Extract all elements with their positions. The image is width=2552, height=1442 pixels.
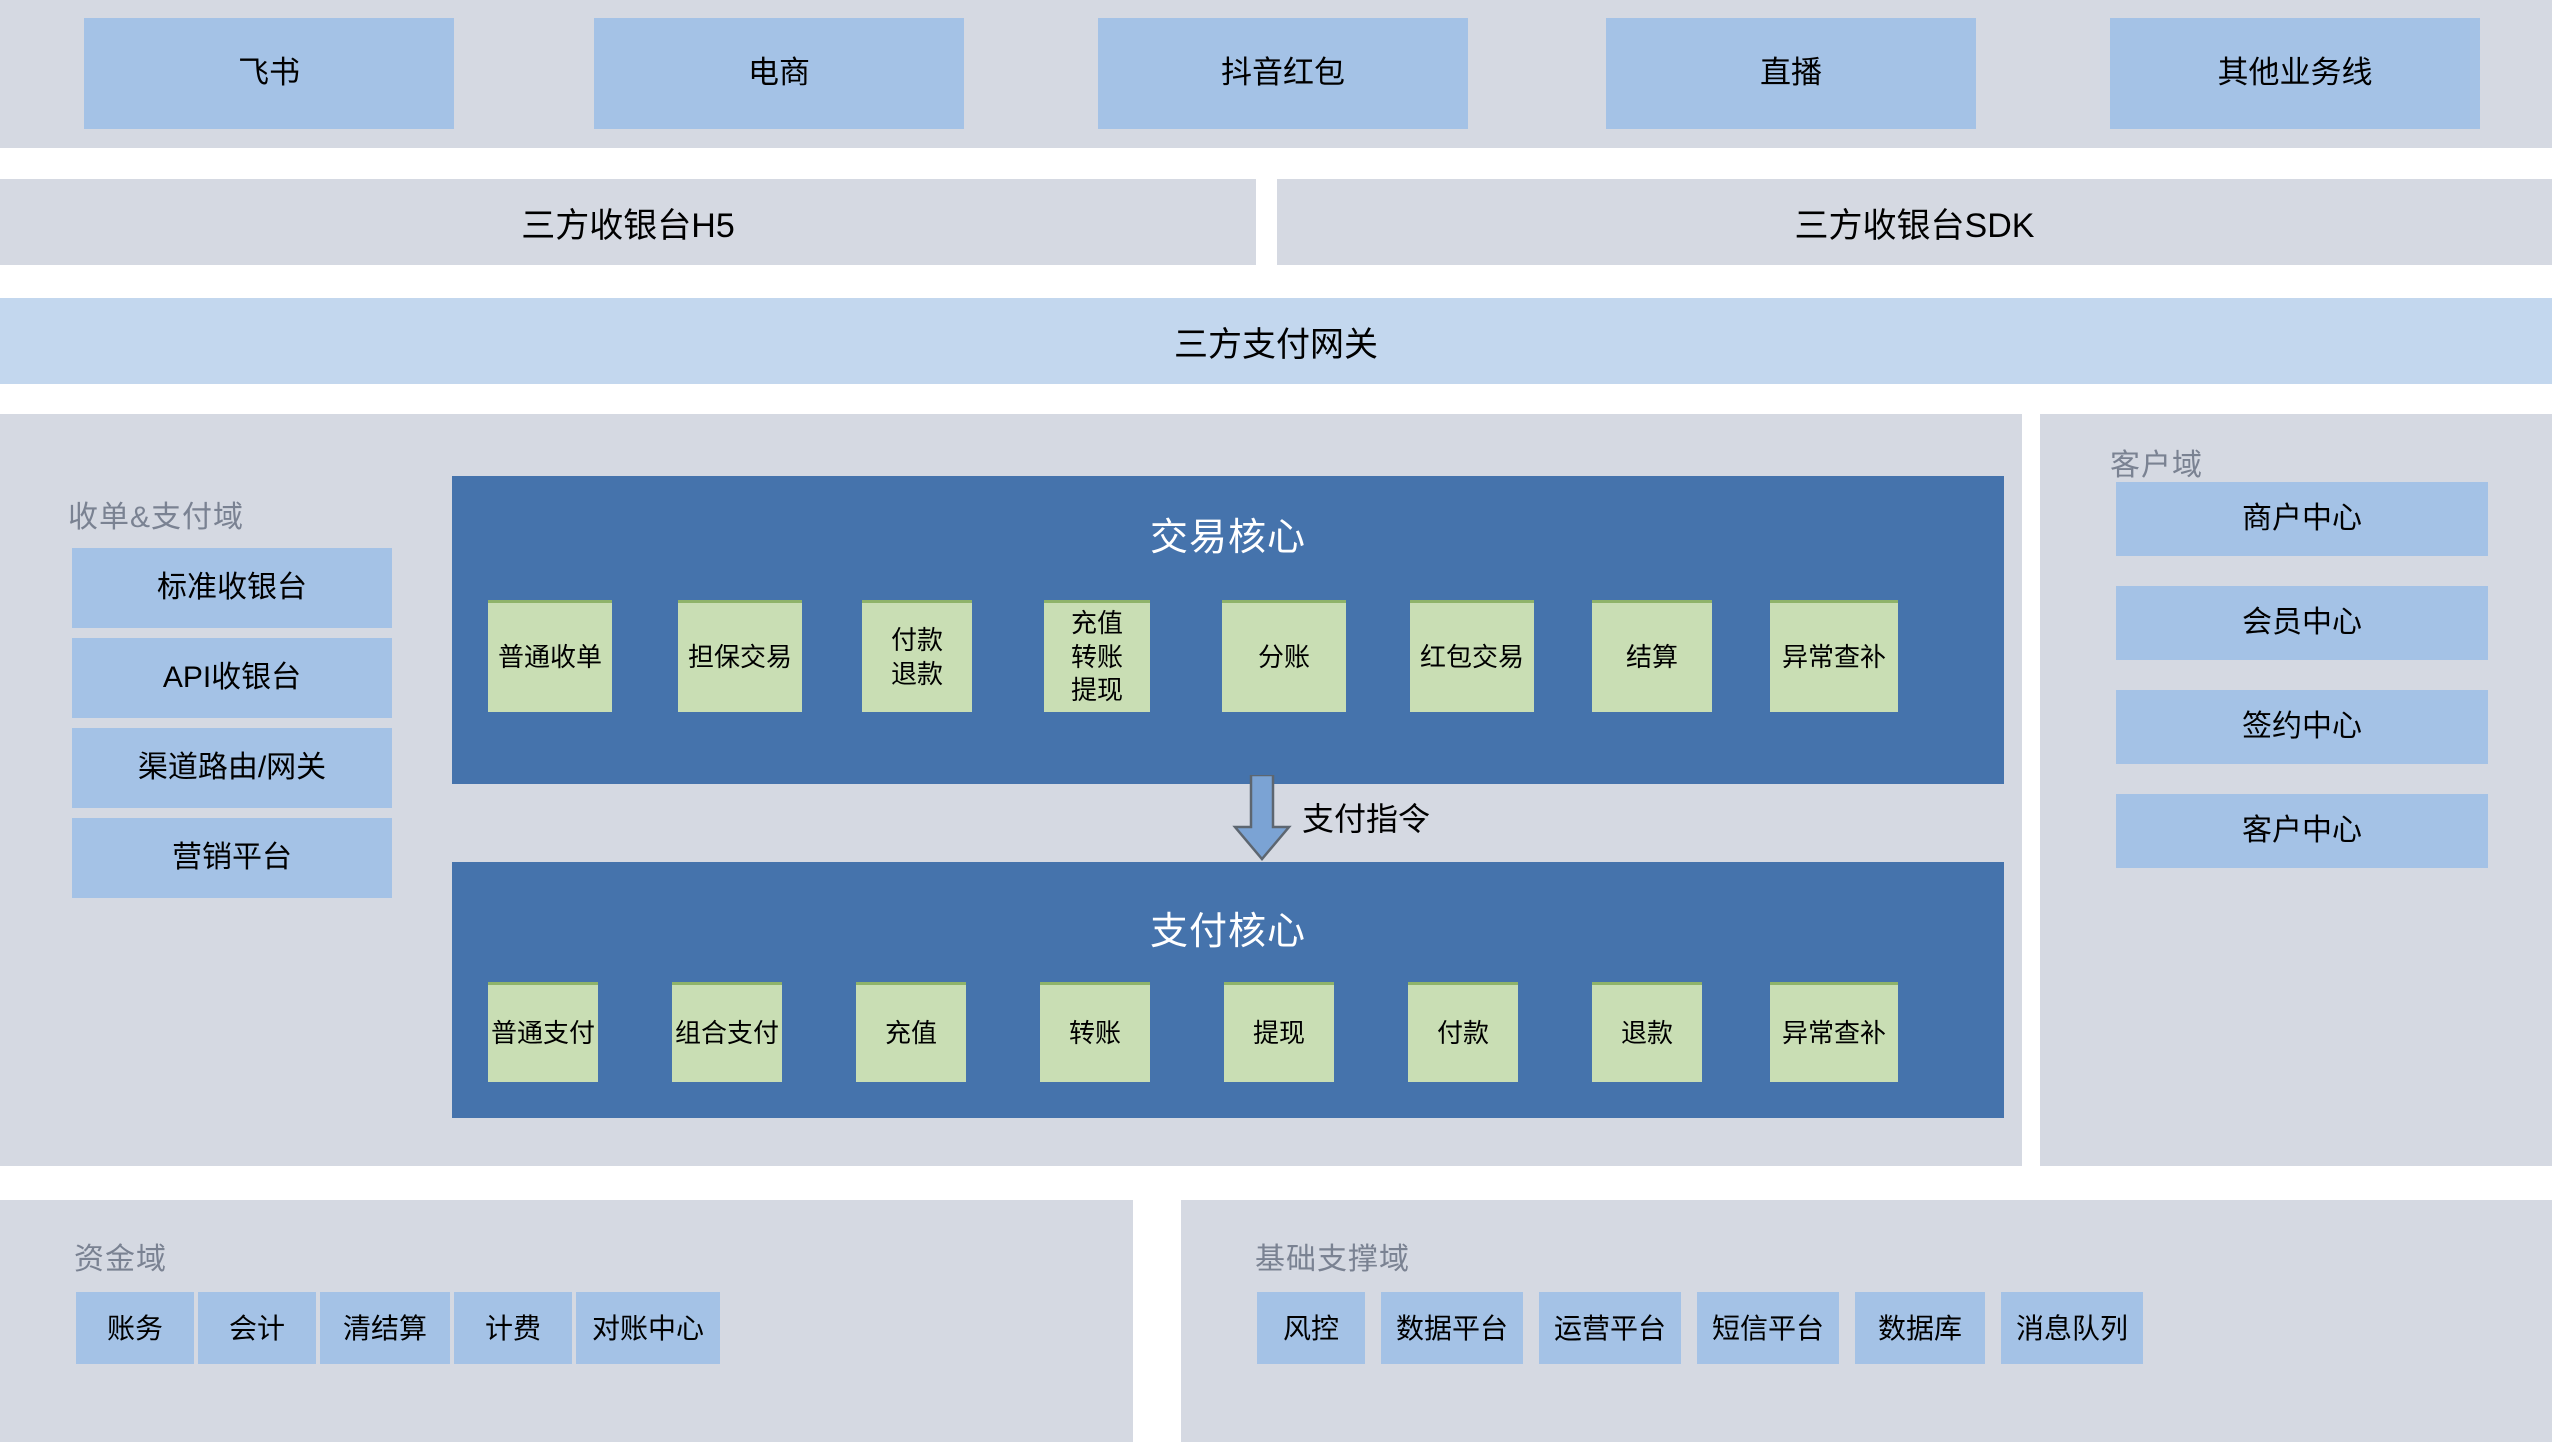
trade-core-item[interactable]: 充值 转账 提现	[1044, 600, 1150, 712]
sidebar-item-marketing-platform[interactable]: 营销平台	[72, 818, 392, 898]
payment-instruction-arrow-icon	[1232, 775, 1292, 861]
pay-core-item[interactable]: 提现	[1224, 982, 1334, 1082]
sidebar-item-standard-cashier[interactable]: 标准收银台	[72, 548, 392, 628]
trade-core-container: 交易核心 普通收单 担保交易 付款 退款 充值 转账 提现 分账 红包交易 结算…	[452, 476, 2004, 784]
business-line-box[interactable]: 飞书	[84, 18, 454, 129]
trade-core-item[interactable]: 付款 退款	[862, 600, 972, 712]
pay-core-item[interactable]: 付款	[1408, 982, 1518, 1082]
pay-core-container: 支付核心 普通支付 组合支付 充值 转账 提现 付款 退款 异常查补	[452, 862, 2004, 1118]
fund-domain-item[interactable]: 账务	[76, 1292, 194, 1364]
trade-core-item[interactable]: 结算	[1592, 600, 1712, 712]
pay-core-item[interactable]: 组合支付	[672, 982, 782, 1082]
fund-domain-panel: 资金域 账务 会计 清结算 计费 对账中心	[0, 1200, 1133, 1442]
acquiring-payment-domain-title: 收单&支付域	[68, 501, 245, 534]
fund-domain-item[interactable]: 对账中心	[576, 1292, 720, 1364]
cashier-h5-label: 三方收银台H5	[521, 206, 735, 245]
customer-domain-item-merchant-center[interactable]: 商户中心	[2116, 482, 2488, 556]
trade-core-item[interactable]: 异常查补	[1770, 600, 1898, 712]
infra-domain-item[interactable]: 数据平台	[1381, 1292, 1523, 1364]
pay-core-item[interactable]: 退款	[1592, 982, 1702, 1082]
infra-domain-item[interactable]: 运营平台	[1539, 1292, 1681, 1364]
pay-core-item[interactable]: 异常查补	[1770, 982, 1898, 1082]
payment-instruction-label: 支付指令	[1302, 801, 1431, 837]
business-line-box[interactable]: 电商	[594, 18, 964, 129]
pay-core-item[interactable]: 普通支付	[488, 982, 598, 1082]
customer-domain-title: 客户域	[2110, 449, 2203, 482]
customer-domain-item-customer-center[interactable]: 客户中心	[2116, 794, 2488, 868]
third-party-cashier-h5-bar[interactable]: 三方收银台H5	[0, 179, 1256, 265]
pay-core-title: 支付核心	[1149, 911, 1306, 953]
trade-core-item[interactable]: 普通收单	[488, 600, 612, 712]
gateway-label: 三方支付网关	[1174, 325, 1378, 364]
business-line-box[interactable]: 其他业务线	[2110, 18, 2480, 129]
infra-domain-item[interactable]: 短信平台	[1697, 1292, 1839, 1364]
trade-core-title: 交易核心	[1149, 517, 1306, 559]
infra-domain-item[interactable]: 数据库	[1855, 1292, 1985, 1364]
fund-domain-item[interactable]: 计费	[454, 1292, 572, 1364]
customer-domain-item-contract-center[interactable]: 签约中心	[2116, 690, 2488, 764]
infra-domain-item[interactable]: 消息队列	[2001, 1292, 2143, 1364]
customer-domain-panel: 客户域 商户中心 会员中心 签约中心 客户中心	[2040, 414, 2552, 1166]
cashier-sdk-label: 三方收银台SDK	[1794, 206, 2035, 245]
pay-core-item[interactable]: 转账	[1040, 982, 1150, 1082]
fund-domain-title: 资金域	[74, 1243, 167, 1276]
trade-core-item[interactable]: 担保交易	[678, 600, 802, 712]
trade-core-item[interactable]: 红包交易	[1410, 600, 1534, 712]
fund-domain-item[interactable]: 清结算	[320, 1292, 450, 1364]
sidebar-item-channel-routing[interactable]: 渠道路由/网关	[72, 728, 392, 808]
acquiring-payment-domain-panel: 收单&支付域 标准收银台 API收银台 渠道路由/网关 营销平台 交易核心 普通…	[0, 414, 2022, 1166]
business-line-box[interactable]: 直播	[1606, 18, 1976, 129]
infra-support-domain-panel: 基础支撑域 风控 数据平台 运营平台 短信平台 数据库 消息队列	[1181, 1200, 2552, 1442]
sidebar-item-api-cashier[interactable]: API收银台	[72, 638, 392, 718]
trade-core-item[interactable]: 分账	[1222, 600, 1346, 712]
pay-core-item[interactable]: 充值	[856, 982, 966, 1082]
third-party-payment-gateway-bar[interactable]: 三方支付网关	[0, 298, 2552, 384]
infra-domain-item[interactable]: 风控	[1257, 1292, 1365, 1364]
business-line-box[interactable]: 抖音红包	[1098, 18, 1468, 129]
third-party-cashier-sdk-bar[interactable]: 三方收银台SDK	[1277, 179, 2552, 265]
infra-domain-title: 基础支撑域	[1255, 1243, 1410, 1276]
customer-domain-item-member-center[interactable]: 会员中心	[2116, 586, 2488, 660]
business-lines-panel: 飞书 电商 抖音红包 直播 其他业务线	[0, 0, 2552, 148]
fund-domain-item[interactable]: 会计	[198, 1292, 316, 1364]
